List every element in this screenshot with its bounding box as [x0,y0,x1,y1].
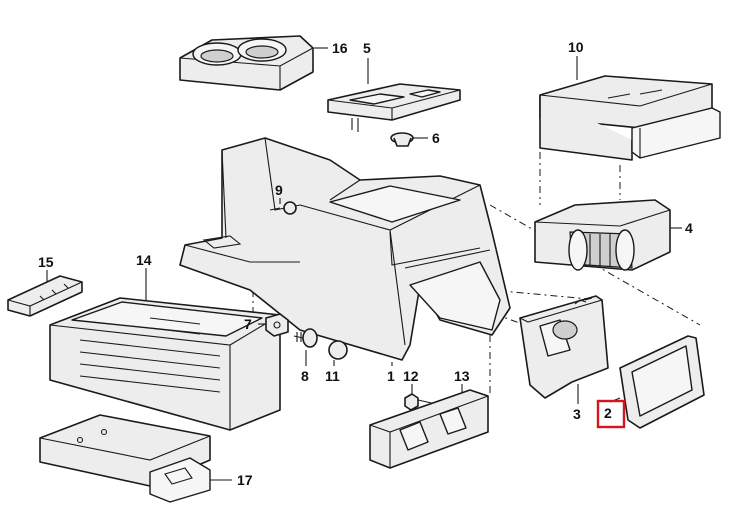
callout-8: 8 [301,368,309,384]
part-11-cap [328,340,348,360]
callout-3: 3 [573,406,581,422]
part-16-cup-holder [179,35,314,91]
callout-13: 13 [454,368,470,384]
leader-lines [46,47,682,481]
callout-6: 6 [432,130,440,146]
part-7-nut [265,313,289,337]
part-17-mounting-plate [39,414,211,503]
part-3-vent-surround [519,295,609,399]
part-6-clip [390,132,414,147]
part-4-air-vent [534,199,671,271]
callout-14: 14 [136,252,152,268]
callout-1: 1 [387,368,395,384]
part-1-centre-console [179,137,511,361]
callout-4: 4 [685,220,693,236]
part-8-bolt [293,328,318,348]
callout-7: 7 [244,316,252,332]
callout-15: 15 [38,254,54,270]
part-14-storage-tray [49,297,281,431]
part-15-trim-strip [7,275,83,317]
callout-10: 10 [568,39,584,55]
part-10-cover [539,75,721,161]
callout-17: 17 [237,472,253,488]
callout-9: 9 [275,182,283,198]
callout-labels: 16 5 6 10 4 9 15 14 7 8 11 1 12 13 3 2 1… [38,39,693,488]
part-2-cover-panel [619,335,705,429]
callout-11: 11 [325,368,340,384]
callout-5: 5 [363,40,371,56]
part-13-bracket [369,389,489,469]
callout-2-highlight-frame [596,399,626,429]
part-9-screw [269,201,297,215]
callout-16: 16 [332,40,348,56]
callout-2: 2 [604,405,612,421]
part-5-switch-panel [327,83,461,132]
callout-12: 12 [403,368,419,384]
